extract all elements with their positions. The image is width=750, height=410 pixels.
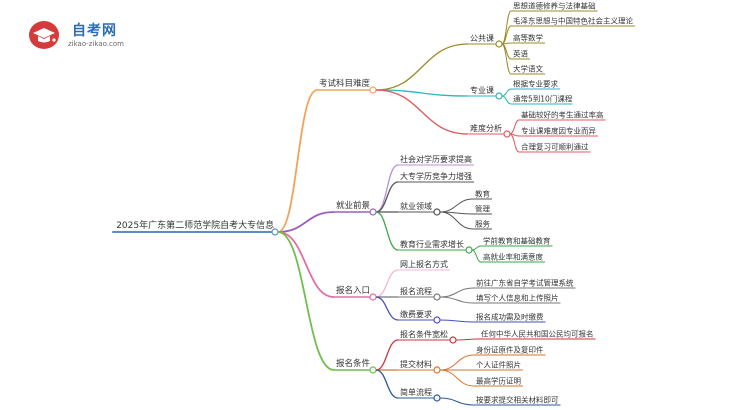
leaf-connector	[509, 119, 520, 135]
branch-connector	[277, 211, 335, 233]
branch-topic[interactable]: 就业前景	[336, 200, 370, 211]
leaf-topic[interactable]: 通常5到10门课程	[513, 94, 573, 104]
subtopic-node[interactable]	[503, 130, 511, 138]
leaf-connector	[501, 88, 512, 97]
leaf-topic[interactable]: 报名成功需及时缴费	[476, 312, 544, 322]
branch-topic[interactable]: 报名入口	[336, 285, 370, 296]
subtopic-connector	[375, 43, 469, 91]
subtopic-node[interactable]	[433, 316, 441, 324]
subtopic[interactable]: 专业课	[470, 85, 494, 95]
leaf-topic[interactable]: 大学语文	[513, 64, 543, 74]
branch-connector	[277, 231, 335, 371]
leaf-topic[interactable]: 前往广东省自学考试管理系统	[476, 278, 574, 288]
leaf-connector	[439, 319, 475, 323]
subtopic[interactable]: 公共课	[470, 34, 494, 43]
leaf-topic[interactable]: 学前教育和基础教育	[483, 236, 551, 246]
leaf-connector	[439, 369, 475, 387]
subtopic[interactable]: 大专学历竞争力增强	[400, 171, 472, 181]
subtopic[interactable]: 社会对学历要求提高	[400, 154, 472, 164]
leaf-topic[interactable]: 高就业率和满意度	[483, 252, 543, 262]
subtopic-connector	[375, 89, 469, 97]
leaf-connector	[509, 133, 520, 153]
branch-topic[interactable]: 考试科目难度	[319, 78, 371, 89]
leaf-connector	[455, 338, 480, 341]
subtopic-node[interactable]	[433, 208, 441, 216]
branch-node[interactable]	[369, 366, 377, 374]
subtopic-connector	[375, 296, 399, 321]
leaf-connector	[439, 198, 474, 213]
leaf-topic[interactable]: 最高学历证明	[476, 376, 521, 386]
subtopic-node[interactable]	[495, 40, 503, 48]
root-node[interactable]	[271, 228, 279, 236]
branch-connector	[277, 89, 318, 233]
leaf-topic[interactable]: 教育	[475, 189, 490, 199]
leaf-topic[interactable]: 根据专业要求	[513, 79, 558, 89]
subtopic-node[interactable]	[465, 246, 473, 254]
subtopic[interactable]: 简单流程	[400, 387, 432, 397]
leaf-topic[interactable]: 高等数学	[513, 33, 543, 43]
leaf-connector	[501, 43, 512, 75]
leaf-connector	[471, 249, 482, 263]
leaf-topic[interactable]: 按要求提交相关材料即可	[476, 395, 559, 405]
leaf-topic[interactable]: 个人证件照片	[476, 360, 521, 370]
subtopic[interactable]: 网上报名方式	[400, 259, 448, 269]
leaf-connector	[439, 397, 475, 406]
graduation-cap-icon	[29, 21, 59, 49]
subtopic[interactable]: 难度分析	[470, 123, 502, 133]
leaf-topic[interactable]: 专业课难度因专业而异	[521, 126, 596, 136]
branch-node[interactable]	[369, 293, 377, 301]
branch-topic[interactable]: 报名条件	[336, 358, 371, 369]
subtopic-connector	[375, 369, 399, 399]
subtopic-connector	[375, 339, 399, 371]
subtopic[interactable]: 教育行业需求增长	[400, 239, 464, 249]
leaf-connector	[439, 354, 475, 371]
leaf-topic[interactable]: 填写个人信息和上传照片	[476, 293, 559, 303]
subtopic[interactable]: 就业领域	[400, 201, 432, 211]
subtopic-node[interactable]	[433, 293, 441, 301]
leaf-topic[interactable]: 英语	[513, 49, 528, 59]
subtopic[interactable]: 报名条件宽松	[400, 329, 448, 339]
subtopic-connector	[375, 89, 469, 135]
leaf-topic[interactable]: 身份证原件及复印件	[476, 345, 544, 355]
leaf-topic[interactable]: 任何中华人民共和国公民均可报名	[481, 329, 594, 339]
leaf-topic[interactable]: 毛泽东思想与中国特色社会主义理论	[513, 16, 633, 26]
leaf-topic[interactable]: 管理	[475, 204, 490, 214]
subtopic[interactable]: 报名流程	[400, 286, 432, 296]
leaf-topic[interactable]: 合理复习可顺利通过	[521, 142, 589, 152]
subtopic-node[interactable]	[495, 92, 503, 100]
leaf-topic[interactable]: 基础较好的考生通过率高	[521, 110, 604, 120]
leaf-connector	[471, 245, 482, 251]
site-logo[interactable]: 自考网 zikao-zikao.com	[28, 18, 138, 52]
leaf-connector	[439, 211, 474, 230]
branch-node[interactable]	[369, 208, 377, 216]
subtopic-connector	[375, 269, 399, 298]
subtopic-node[interactable]	[449, 336, 457, 344]
leaf-connector	[501, 95, 512, 105]
subtopic-node[interactable]	[433, 366, 441, 374]
site-name: 自考网	[72, 23, 117, 39]
leaf-topic[interactable]: 思想道德修养与法律基础	[513, 1, 596, 11]
root-topic[interactable]: 2025年广东第二师范学院自考大专信息	[116, 219, 274, 231]
site-url: zikao-zikao.com	[68, 40, 124, 48]
leaf-connector	[439, 296, 475, 304]
subtopic-connector	[375, 211, 399, 251]
subtopic-connector	[375, 181, 399, 213]
subtopic-connector	[375, 164, 399, 213]
leaf-connector	[439, 287, 475, 298]
branch-node[interactable]	[369, 86, 377, 94]
leaf-topic[interactable]: 服务	[475, 219, 490, 229]
subtopic[interactable]: 提交材料	[400, 359, 432, 369]
branch-connector	[277, 231, 335, 298]
subtopic[interactable]: 缴费要求	[400, 309, 432, 319]
subtopic-node[interactable]	[433, 394, 441, 402]
